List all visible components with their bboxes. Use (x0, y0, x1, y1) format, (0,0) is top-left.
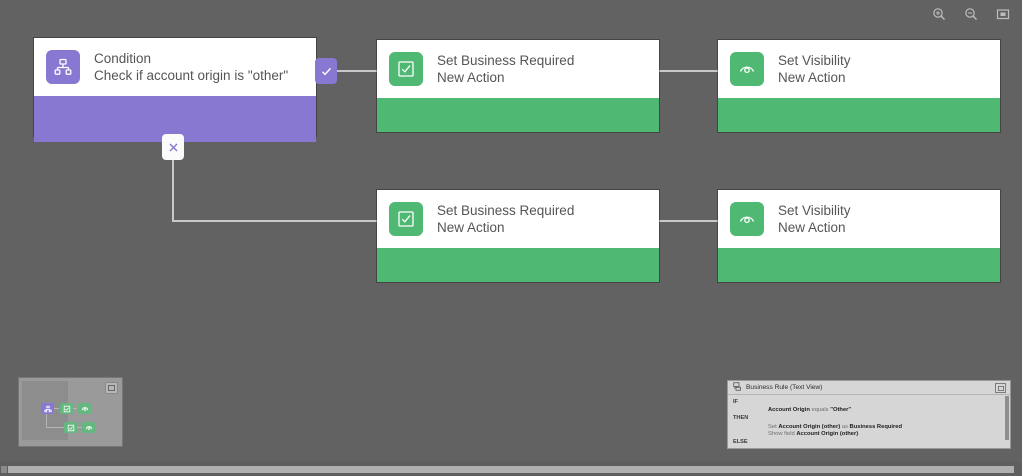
action-verb: Set (768, 424, 777, 430)
minimap-node-sv-true (78, 403, 91, 414)
zoom-out-icon[interactable] (962, 5, 980, 23)
node-sbr-true-title: Set Business Required (437, 52, 575, 68)
connector-action3-to-action4 (659, 220, 718, 222)
connector-false-vertical (172, 158, 174, 221)
text-view-title: Business Rule (Text View) (746, 384, 823, 391)
minimap-connector (77, 427, 82, 428)
flow-canvas[interactable]: Condition Check if account origin is "ot… (0, 0, 1022, 462)
scrollbar-left-arrow[interactable] (1, 466, 7, 473)
condition-branch-icon (46, 50, 80, 84)
minimap-connector (46, 427, 64, 428)
condition-field: Account Origin (768, 407, 810, 413)
minimap-expand-icon[interactable] (105, 382, 118, 394)
text-view-action-line-1: Set Account Origin (other) as Business R… (768, 424, 902, 430)
condition-operator: equals (811, 407, 829, 413)
check-icon (321, 67, 331, 75)
text-view-scrollbar[interactable] (1005, 396, 1009, 440)
text-view-then-keyword: THEN (733, 415, 749, 421)
branch-badge-no[interactable] (162, 134, 184, 160)
minimap-connector (72, 408, 77, 409)
node-set-visibility-false[interactable]: Set Visibility New Action (718, 190, 1000, 282)
minimap-node-sbr-false (64, 422, 77, 433)
node-sv-false-header: Set Visibility New Action (718, 190, 1000, 248)
eye-visibility-icon (730, 202, 764, 236)
text-view-condition-line: Account Origin equals "Other" (768, 407, 851, 413)
action-connector: as (841, 424, 848, 430)
text-view-else-keyword: ELSE (733, 439, 748, 445)
node-sv-true-title: Set Visibility (778, 52, 851, 68)
text-view-if-keyword: IF (733, 399, 738, 405)
horizontal-scrollbar[interactable] (0, 462, 1022, 476)
business-rule-icon (733, 382, 742, 393)
node-condition-header: Condition Check if account origin is "ot… (34, 38, 316, 96)
zoom-in-icon[interactable] (930, 5, 948, 23)
action-verb: Show field (768, 431, 795, 437)
condition-value: "Other" (830, 407, 852, 413)
node-set-business-required-false[interactable]: Set Business Required New Action (377, 190, 659, 282)
scrollbar-thumb[interactable] (8, 466, 1014, 473)
node-sbr-true-text: Set Business Required New Action (437, 52, 574, 86)
node-condition[interactable]: Condition Check if account origin is "ot… (34, 38, 316, 142)
action-result: Business Required (849, 424, 903, 430)
branch-badge-yes[interactable] (315, 58, 337, 84)
text-view-title-bar: Business Rule (Text View) (728, 381, 1010, 395)
node-sbr-false-title: Set Business Required (437, 202, 575, 218)
minimap-connector (54, 408, 59, 409)
node-sv-false-title: Set Visibility (778, 202, 851, 218)
restore-window-icon[interactable] (995, 383, 1006, 393)
node-sbr-true-subtitle: New Action (437, 70, 505, 85)
node-sv-false-body[interactable] (718, 248, 1000, 282)
node-set-visibility-true[interactable]: Set Visibility New Action (718, 40, 1000, 132)
node-sv-true-header: Set Visibility New Action (718, 40, 1000, 98)
node-set-business-required-true[interactable]: Set Business Required New Action (377, 40, 659, 132)
node-sv-true-text: Set Visibility New Action (778, 52, 851, 86)
minimap-node-sv-false (82, 422, 95, 433)
node-sv-true-subtitle: New Action (778, 70, 846, 85)
node-condition-title: Condition (94, 50, 152, 66)
node-sv-false-subtitle: New Action (778, 220, 846, 235)
node-condition-text: Condition Check if account origin is "ot… (94, 50, 288, 84)
checkbox-checked-icon (389, 52, 423, 86)
node-sbr-false-subtitle: New Action (437, 220, 505, 235)
node-sbr-false-header: Set Business Required New Action (377, 190, 659, 248)
minimap-connector (46, 409, 47, 428)
connector-false-horizontal (172, 220, 378, 222)
node-sbr-true-header: Set Business Required New Action (377, 40, 659, 98)
node-condition-subtitle: Check if account origin is "other" (94, 68, 289, 83)
fit-to-screen-icon[interactable] (994, 5, 1012, 23)
minimap-node-sbr-true (60, 403, 73, 414)
zoom-toolbar (930, 5, 1012, 23)
node-sv-true-body[interactable] (718, 98, 1000, 132)
node-sv-false-text: Set Visibility New Action (778, 202, 851, 236)
minimap[interactable] (18, 377, 123, 447)
x-icon (169, 143, 177, 151)
action-target: Account Origin (other) (796, 431, 859, 437)
node-sbr-false-text: Set Business Required New Action (437, 202, 574, 236)
minimap-node-condition (41, 403, 54, 414)
action-target: Account Origin (other) (778, 424, 841, 430)
node-sbr-false-body[interactable] (377, 248, 659, 282)
business-rule-text-view-panel[interactable]: Business Rule (Text View) IF Account Ori… (727, 380, 1011, 449)
connector-action1-to-action2 (659, 70, 718, 72)
node-sbr-true-body[interactable] (377, 98, 659, 132)
eye-visibility-icon (730, 52, 764, 86)
checkbox-checked-icon (389, 202, 423, 236)
connector-condition-to-action1 (336, 70, 378, 72)
text-view-body: IF Account Origin equals "Other" THEN Se… (728, 395, 1010, 447)
text-view-action-line-2: Show field Account Origin (other) (768, 431, 858, 437)
